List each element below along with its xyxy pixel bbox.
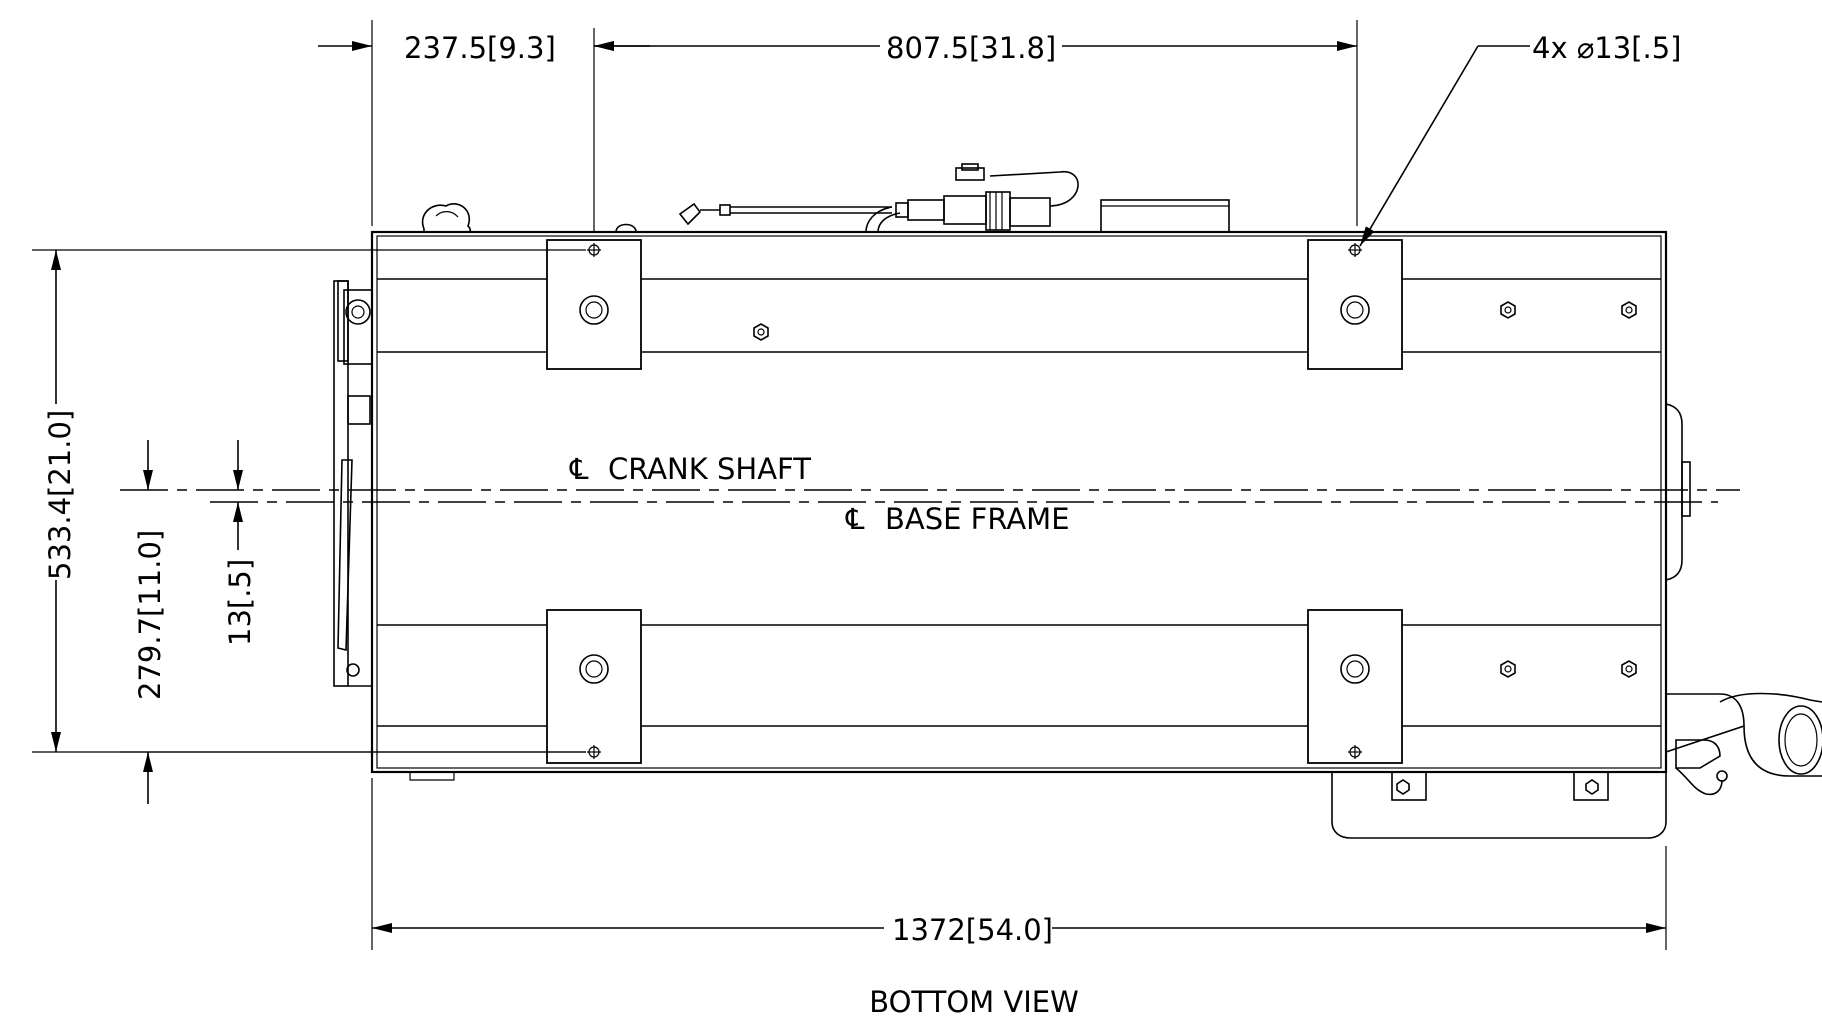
dim-bolt-spacing-text: 807.5[31.8] <box>886 31 1056 65</box>
crank-shaft-label: CRANK SHAFT <box>608 452 811 486</box>
hex-bolts <box>753 301 1637 678</box>
dim-left-offset-text: 237.5[9.3] <box>404 31 556 65</box>
base-frame-body <box>370 230 1668 774</box>
hole-callout-leader <box>1359 45 1530 247</box>
extension-lines <box>32 20 1667 950</box>
mounting-pad-bottom-right <box>1307 609 1403 764</box>
base-frame-label: BASE FRAME <box>885 502 1070 536</box>
mounting-pad-top-left <box>546 239 642 370</box>
right-end-components <box>1266 403 1822 839</box>
base-frame-cl-symbol: ℄ <box>845 502 865 536</box>
centerlines <box>120 489 1740 503</box>
top-components <box>421 163 1230 233</box>
mounting-pad-top-right <box>1307 239 1403 370</box>
mounting-pad-bottom-left <box>546 609 642 764</box>
dim-overall-width-text: 533.4[21.0] <box>43 410 77 580</box>
dim-crank-offset-text: 279.7[11.0] <box>133 530 167 700</box>
crank-shaft-cl-symbol: ℄ <box>569 452 589 486</box>
dim-centerline-offset-text: 13[.5] <box>223 559 257 646</box>
dim-overall-length-text: 1372[54.0] <box>892 913 1053 947</box>
left-side-components <box>333 280 455 781</box>
view-title: BOTTOM VIEW <box>869 985 1079 1019</box>
hole-callout-text: 4x ⌀13[.5] <box>1532 31 1682 65</box>
